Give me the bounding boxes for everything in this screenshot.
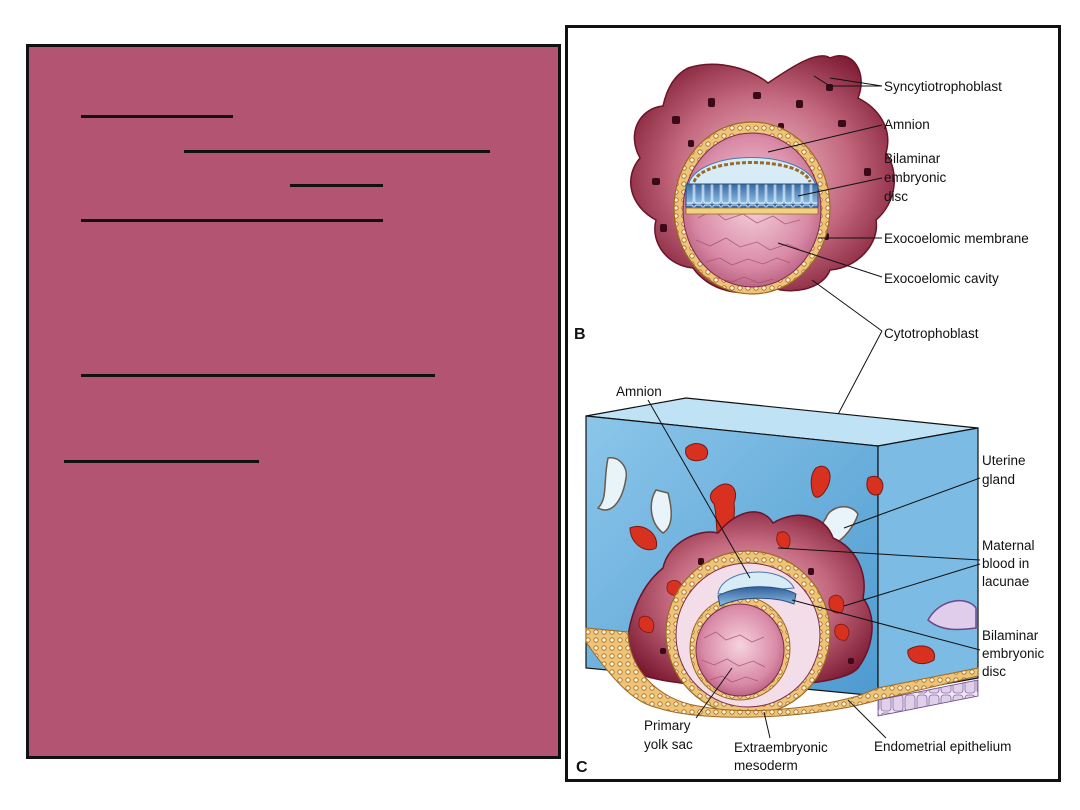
label-amnion-b: Amnion: [884, 117, 930, 132]
label-cytotrophoblast: Cytotrophoblast: [884, 326, 979, 341]
label-endometrial-epithelium: Endometrial epithelium: [874, 739, 1011, 754]
label-bilaminar-b-1: Bilaminar: [884, 151, 941, 166]
panel-b-labels: Syncytiotrophoblast Amnion Bilaminar emb…: [757, 75, 1029, 567]
blood-vessels: [629, 443, 884, 551]
uterine-gland-4: [927, 600, 977, 631]
label-exocoelomic-membrane: Exocoelomic membrane: [884, 231, 1029, 246]
blank-line-6: [64, 460, 259, 463]
label-extraembryonic-2: mesoderm: [734, 758, 798, 773]
blank-line-3: [290, 184, 383, 187]
panel-c-implantation: [585, 397, 979, 718]
label-extraembryonic-1: Extraembryonic: [734, 740, 828, 755]
label-amnion-c: Amnion: [616, 384, 662, 399]
panel-c-letter: C: [576, 759, 588, 776]
embryology-figure: B Syncytiotrophoblast Amnion Bilaminar e…: [565, 25, 1061, 782]
blank-line-4: [81, 219, 383, 222]
label-bilaminar-c-1: Bilaminar: [982, 628, 1039, 643]
blank-line-2: [184, 150, 490, 153]
label-bilaminar-b-2: embryonic: [884, 170, 947, 185]
label-maternal-1: Maternal: [982, 538, 1035, 553]
label-exocoelomic-cavity: Exocoelomic cavity: [884, 271, 999, 286]
bilaminar-disc-b: [685, 183, 819, 209]
label-uterine-1: Uterine: [982, 453, 1026, 468]
label-maternal-2: blood in: [982, 556, 1029, 571]
blank-line-5: [81, 374, 435, 377]
label-bilaminar-b-3: disc: [884, 189, 908, 204]
label-syncytiotrophoblast: Syncytiotrophoblast: [884, 79, 1002, 94]
panel-b-letter: B: [574, 326, 586, 343]
bilaminar-disc-c: [717, 586, 797, 607]
uterine-gland-2: [650, 489, 672, 534]
primary-yolk-sac: [695, 603, 785, 697]
label-bilaminar-c-3: disc: [982, 664, 1006, 679]
syncytio-nuclei: [652, 84, 871, 240]
label-uterine-2: gland: [982, 472, 1015, 487]
panel-c-labels: Amnion Uterine gland Maternal blood in l…: [576, 384, 1045, 776]
blank-line-1: [81, 115, 233, 118]
slide-text-panel: [26, 44, 561, 759]
label-maternal-3: lacunae: [982, 574, 1029, 589]
figure-svg: B Syncytiotrophoblast Amnion Bilaminar e…: [574, 55, 1045, 776]
endometrial-epithelium-layer: [585, 627, 979, 718]
label-bilaminar-c-2: embryonic: [982, 646, 1045, 661]
panel-b-blastocyst: B: [574, 55, 895, 343]
uterine-gland-1: [596, 457, 628, 511]
label-yolk-2: yolk sac: [644, 737, 693, 752]
label-yolk-1: Primary: [644, 718, 691, 733]
